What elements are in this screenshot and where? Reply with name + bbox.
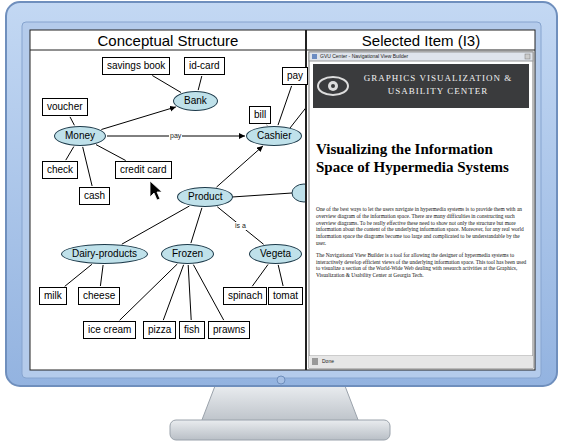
instance-box: cheese bbox=[78, 287, 120, 305]
instance-box: spinach bbox=[223, 287, 267, 305]
instance-box: fish bbox=[179, 321, 205, 339]
concept-ellipse: Bank bbox=[173, 91, 218, 111]
browser-text: Done bbox=[322, 358, 334, 365]
concept-ellipse: Money bbox=[54, 126, 106, 146]
relation-line bbox=[65, 264, 92, 286]
node-text: Bank bbox=[184, 95, 207, 107]
instance-box: bill bbox=[249, 106, 271, 124]
node-text: Frozen bbox=[172, 248, 203, 260]
relation-line bbox=[120, 264, 178, 320]
relation-line bbox=[100, 265, 103, 286]
instance-box: savings book bbox=[102, 57, 170, 75]
instance-box: credit card bbox=[115, 161, 172, 179]
node-text: Product bbox=[188, 191, 222, 203]
instance-box: check bbox=[42, 161, 78, 179]
relation-line bbox=[101, 107, 175, 130]
relation-line bbox=[217, 146, 264, 187]
node-text: cash bbox=[84, 190, 105, 202]
article-body: One of the best ways to let the users na… bbox=[316, 206, 528, 284]
instance-box: milk bbox=[39, 287, 67, 305]
node-text: bill bbox=[254, 109, 266, 121]
instance-box: pizza bbox=[143, 321, 176, 339]
node-text: fish bbox=[184, 324, 200, 336]
node-text: pay bbox=[287, 70, 303, 82]
concept-ellipse: Vegeta bbox=[249, 244, 302, 264]
node-text: id-card bbox=[189, 60, 220, 72]
concept-ellipse: Product bbox=[177, 187, 233, 207]
relation-line bbox=[96, 145, 126, 161]
node-text: Vegeta bbox=[260, 248, 291, 260]
node-text: Dairy-products bbox=[72, 248, 137, 260]
relation-line bbox=[66, 147, 74, 161]
concept-ellipse: Cashier bbox=[246, 126, 302, 146]
node-text: prawns bbox=[213, 324, 245, 336]
node-text: ice cream bbox=[88, 324, 131, 336]
browser-text: GVU Center - Navigational View Builder bbox=[320, 53, 510, 59]
instance-box: tomat bbox=[268, 287, 303, 305]
relation-line bbox=[83, 147, 92, 186]
node-text: tomat bbox=[273, 290, 298, 302]
relation-line bbox=[152, 76, 181, 93]
node-text: Cashier bbox=[257, 130, 291, 142]
instance-box: pay bbox=[282, 67, 308, 85]
panel-header: Conceptual Structure bbox=[31, 31, 305, 50]
relation-line bbox=[122, 206, 190, 244]
relation-line bbox=[278, 265, 283, 286]
browser-text: GRAPHICS VISUALIZATION & USABILITY CENTE… bbox=[352, 72, 524, 98]
instance-box: prawns bbox=[208, 321, 250, 339]
concept-ellipse: Dairy-products bbox=[61, 244, 148, 264]
relation-line bbox=[193, 265, 223, 320]
relation-line bbox=[163, 265, 183, 320]
relation-line bbox=[198, 76, 202, 90]
instance-box: ice cream bbox=[83, 321, 136, 339]
node-text: Money bbox=[65, 130, 95, 142]
concept-ellipse: Frozen bbox=[161, 244, 214, 264]
relation-line bbox=[70, 117, 74, 125]
instance-box: voucher bbox=[42, 98, 88, 116]
paragraph: One of the best ways to let the users na… bbox=[316, 206, 528, 247]
node-text: voucher bbox=[47, 101, 83, 113]
node-text: milk bbox=[44, 290, 62, 302]
node-text: savings book bbox=[107, 60, 165, 72]
relation-line bbox=[191, 208, 202, 243]
node-text: spinach bbox=[228, 290, 262, 302]
paragraph: The Navigational View Builder is a tool … bbox=[316, 252, 528, 279]
panel-header: Selected Item (I3) bbox=[307, 31, 535, 50]
page-heading: Visualizing the Information Space of Hyp… bbox=[316, 140, 528, 176]
instance-box: cash bbox=[79, 187, 110, 205]
relation-line bbox=[278, 86, 292, 125]
relation-line bbox=[188, 265, 191, 320]
node-text: credit card bbox=[120, 164, 167, 176]
node-text: cheese bbox=[83, 290, 115, 302]
node-text: pizza bbox=[148, 324, 171, 336]
instance-box: id-card bbox=[184, 57, 225, 75]
relation-label: pay bbox=[169, 132, 182, 140]
relation-line bbox=[252, 265, 268, 287]
relation-line bbox=[217, 207, 263, 245]
node-text: check bbox=[47, 164, 73, 176]
relation-label: is a bbox=[234, 222, 247, 230]
